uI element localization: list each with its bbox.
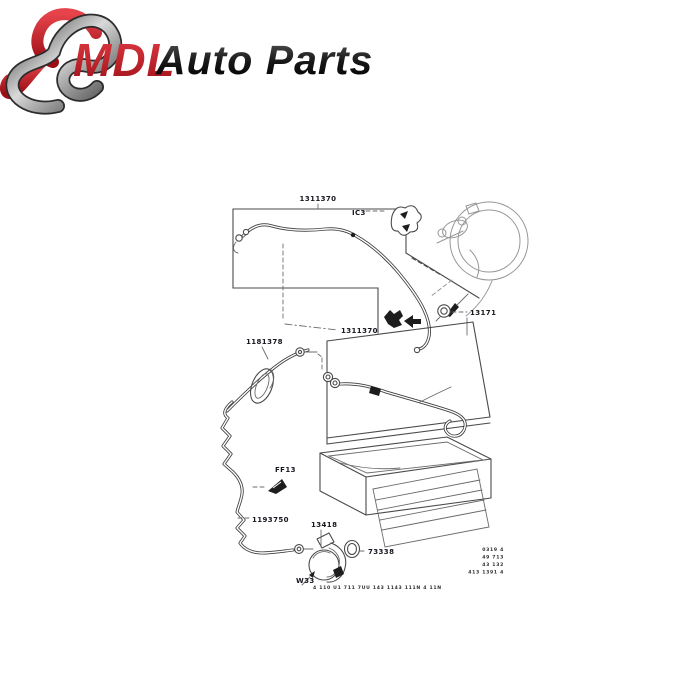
corner-note-line: 0319 4: [482, 547, 504, 553]
ribbed-panel: [372, 468, 490, 548]
logo-text-auto-parts: Auto Parts: [155, 37, 373, 83]
logo-text-mdl: MDL: [73, 34, 176, 86]
grommet: [435, 304, 468, 336]
label-mid-pipe: 1311370: [341, 327, 378, 335]
o-ring: [343, 539, 367, 559]
upper-hose-assembly: [225, 347, 324, 413]
banjo-fitting: [322, 371, 334, 383]
part-labels: 1311370 IC3 13171 1181378 1311370 FF13 1…: [246, 195, 504, 591]
label-top-pipe: 1311370: [300, 195, 337, 203]
label-top-clip: IC3: [352, 209, 366, 217]
pipe-end-fitting: [235, 234, 243, 242]
label-lower-pipe: 1193750: [252, 516, 289, 524]
clutch-hose: [322, 371, 467, 438]
label-small-clip: FF13: [275, 466, 296, 474]
logo-swoosh-icon: [0, 8, 123, 115]
label-pump: 13418: [311, 521, 337, 529]
corner-note-line: 43 132: [482, 562, 504, 568]
main-brake-pipe: [233, 223, 431, 354]
pipe-union: [350, 232, 356, 238]
footer-caption: 4 110 U1 711 7UU 143 1143 111N 4 11N: [313, 585, 442, 591]
arrow-icon: [309, 571, 315, 578]
parts-diagram: 1311370 IC3 13171 1181378 1311370 FF13 1…: [220, 195, 529, 591]
leader-lines: [237, 203, 468, 548]
label-bracket: W33: [296, 577, 315, 585]
hose-connector: [369, 386, 381, 396]
top-clip-icon: [390, 205, 422, 236]
small-clip-icon: [252, 479, 287, 494]
label-o-ring: 73338: [368, 548, 394, 556]
label-grommet: 13171: [470, 309, 496, 317]
tray-box: [319, 436, 492, 516]
brake-booster: [429, 201, 529, 317]
lower-pipe-run: [220, 400, 314, 555]
brand-logo: MDL Auto Parts: [0, 8, 373, 115]
harness-clip-icon: [384, 310, 421, 328]
corner-note: 0319 4 49 713 43 132 413 1391 4: [468, 547, 504, 576]
corner-note-line: 49 713: [482, 555, 504, 561]
arrow-left-icon: [404, 315, 421, 328]
label-upper-hose: 1181378: [246, 338, 283, 346]
corner-note-line: 413 1391 4: [468, 570, 504, 576]
